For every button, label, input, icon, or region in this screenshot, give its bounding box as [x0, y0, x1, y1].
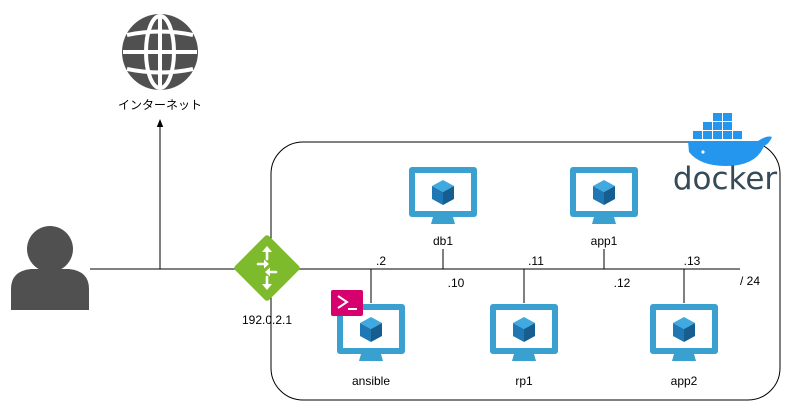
vm-rp1-label: rp1: [515, 374, 533, 388]
vm-monitor-icon: [650, 304, 718, 361]
docker-logo-text: docker: [673, 161, 778, 197]
vm-app1: app1 .12: [570, 167, 638, 290]
vm-app1-addr: .12: [614, 276, 631, 290]
router-ip-label: 192.0.2.1: [242, 313, 292, 327]
vm-ansible-addr: .2: [376, 254, 386, 268]
vm-monitor-icon: [490, 304, 558, 361]
vm-ansible-label: ansible: [352, 374, 390, 388]
vm-monitor-icon: [409, 167, 477, 224]
docker-whale-icon: [688, 113, 772, 166]
vm-app1-label: app1: [591, 234, 618, 248]
vm-app2-addr: .13: [684, 254, 701, 268]
vm-monitor-icon: [570, 167, 638, 224]
subnet-label: / 24: [740, 274, 760, 288]
vm-db1: db1 .10: [409, 167, 477, 290]
globe-icon: [122, 14, 198, 90]
terminal-icon: [331, 290, 363, 316]
vm-db1-label: db1: [433, 234, 453, 248]
router-icon: [234, 235, 300, 301]
vm-app2-label: app2: [671, 374, 698, 388]
user-icon: [11, 226, 89, 310]
vm-rp1: rp1 .11: [490, 254, 558, 388]
vm-app2: app2 .13: [650, 254, 718, 388]
internet-label: インターネット: [118, 98, 202, 112]
vm-rp1-addr: .11: [528, 254, 544, 268]
vm-db1-addr: .10: [448, 276, 465, 290]
vm-ansible: ansible .2: [331, 254, 405, 388]
